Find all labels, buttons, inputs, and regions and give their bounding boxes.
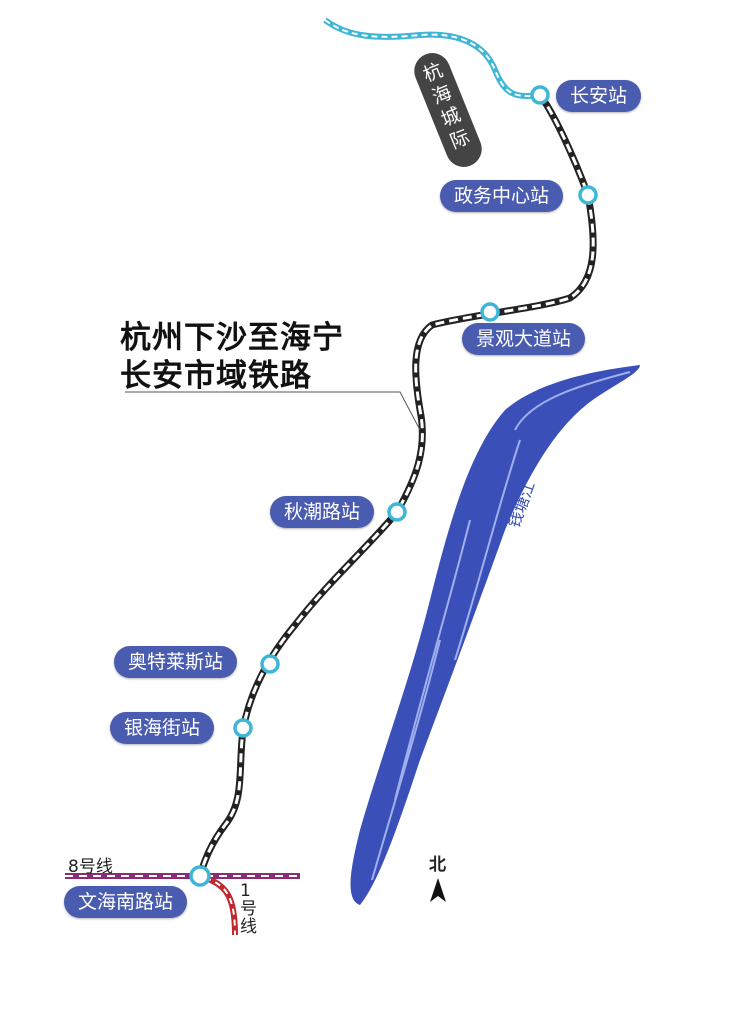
- station-marker-qiuchao[interactable]: [387, 502, 407, 522]
- line-1-label-c: 线: [240, 917, 257, 937]
- station-changan[interactable]: 长安站: [556, 80, 642, 112]
- line-1-label-b: 号: [240, 899, 257, 919]
- station-qiuchao[interactable]: 秋潮路站: [270, 496, 375, 528]
- north-arrow-icon: [430, 878, 446, 902]
- station-marker-zhengwu[interactable]: [578, 185, 598, 205]
- station-zhengwu[interactable]: 政务中心站: [440, 180, 564, 212]
- line-1-label-a: 1: [240, 881, 251, 901]
- north-label: 北: [429, 855, 446, 875]
- line-1: [204, 875, 238, 936]
- station-marker-yinhai[interactable]: [233, 718, 253, 738]
- station-outlets[interactable]: 奥特莱斯站: [114, 646, 238, 678]
- station-marker-jingguan[interactable]: [480, 302, 500, 322]
- map-title-line1: 杭州下沙至海宁: [120, 320, 344, 356]
- map-title-line2: 长安市域铁路: [120, 358, 312, 394]
- title-leader-line: [125, 391, 421, 431]
- qiantang-river: [350, 365, 640, 905]
- station-yinhai[interactable]: 银海街站: [110, 712, 215, 744]
- line-8-label: 8号线: [68, 857, 113, 877]
- line-1-label: 1 号 线: [240, 882, 260, 936]
- station-marker-outlets[interactable]: [260, 654, 280, 674]
- station-marker-wenhai[interactable]: [189, 865, 211, 887]
- station-jingguan[interactable]: 景观大道站: [462, 323, 586, 355]
- station-marker-changan[interactable]: [530, 85, 550, 105]
- station-wenhai[interactable]: 文海南路站: [64, 886, 188, 918]
